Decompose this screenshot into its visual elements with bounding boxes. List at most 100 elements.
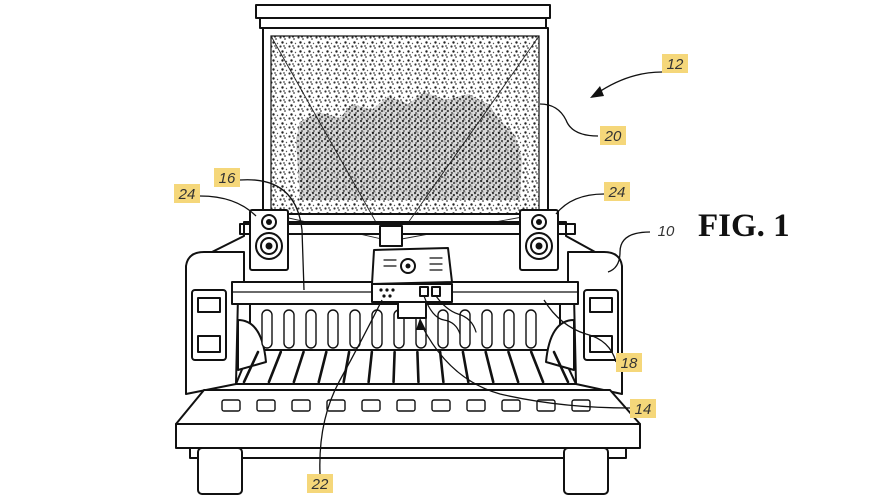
ref-box-12 [662,54,688,73]
tailgate-slot [361,399,381,412]
tailgate-slot [466,399,486,412]
speaker-right-tweeter-dome [536,219,542,225]
ref-numeral-18: 18 [621,355,638,372]
projector-cable [435,295,477,333]
ref-numeral-12: 12 [667,56,684,73]
tire-right [563,447,609,495]
leader-line-10 [607,231,651,273]
floor-groove [267,350,283,384]
floor-groove [552,350,570,384]
ref-box-24-left [174,184,200,203]
bed-rib [327,309,339,349]
figure-title: FIG. 1 [698,208,790,244]
tailgate-edge [175,423,641,449]
bed-rib [305,309,317,349]
bed-rib [459,309,471,349]
ref-numeral-14: 14 [635,401,652,418]
speaker-left [249,209,289,271]
projector-button [385,288,389,292]
leader-line-24-right [555,193,605,215]
tail-light-left-lens [197,335,221,353]
screen-support-bar [239,223,576,235]
projector-button [382,294,386,298]
projector-port [419,286,429,297]
bed-rib [261,309,273,349]
projector-lens-housing [379,225,403,247]
ref-numeral-20: 20 [604,128,622,145]
floor-groove [438,350,445,384]
leader-line-22 [319,299,383,475]
projector-port [431,286,441,297]
tail-light-right-lens [589,297,613,313]
leader-line-18 [543,299,617,363]
bed-rib [481,309,493,349]
tire-left [197,447,243,495]
speaker-right [519,209,559,271]
leader-line-16 [239,179,305,291]
ref-numeral-24-left: 24 [178,186,196,203]
floor-groove [392,350,396,384]
tail-light-right-lens [589,335,613,353]
screen-roller-bar [259,17,547,29]
tailgate-slot [256,399,276,412]
wheel-well-left [237,319,267,371]
tailgate-slots [221,399,591,412]
tailgate-slot [291,399,311,412]
bed-rib [503,309,515,349]
projection-beam-line [270,35,387,241]
leader-line-12 [595,71,663,95]
arrowhead-14 [416,318,426,330]
leader-line-14 [421,325,631,409]
bed-floor [235,349,577,385]
leader-line-20 [539,103,599,137]
tailgate-slot [431,399,451,412]
projector-lens-center [405,263,411,269]
speaker-right-woofer-cap [535,242,543,250]
projector-button [388,294,392,298]
projector-cable [423,295,461,335]
floor-groove [529,350,545,384]
leader-line-24-left [199,195,257,217]
bed-rib [283,309,295,349]
floor-groove [242,350,260,384]
projector [371,225,477,335]
ref-numeral-16: 16 [219,170,236,187]
ref-box-18 [616,353,642,372]
ref-box-22 [307,474,333,493]
speaker-left-woofer-cap [265,242,273,250]
projector-mount [397,301,427,319]
floor-groove [292,350,305,384]
floor-groove [507,350,520,384]
floor-groove [484,350,495,384]
bed-rib [525,309,537,349]
projector-button [379,288,383,292]
ref-numeral-10: 10 [658,223,675,240]
tailgate-slot [501,399,521,412]
bed-rib [437,309,449,349]
screen-roller-housing [255,4,551,19]
tailgate-slot [396,399,416,412]
rear-bumper [189,447,627,459]
tailgate-slot [326,399,346,412]
bed-ribs [261,309,537,349]
ref-numeral-22: 22 [311,476,329,493]
speaker-left-tweeter-dome [266,219,272,225]
projected-crowd-scene [296,92,522,200]
floor-groove [461,350,470,384]
truck-cab-outline [199,221,607,259]
floor-groove [317,350,328,384]
ref-box-14 [630,399,656,418]
ref-box-24-right [604,182,630,201]
projection-beam-line [395,35,540,241]
arrowhead-12 [590,86,604,98]
ref-box-16 [214,168,240,187]
projection-screen [255,4,551,241]
ref-box-20 [600,126,626,145]
projector-button [391,288,395,292]
ref-numeral-24-right: 24 [608,184,626,201]
bed-rib [349,309,361,349]
tail-light-left-lens [197,297,221,313]
wheel-well-right [545,319,575,371]
floor-groove [367,350,374,384]
